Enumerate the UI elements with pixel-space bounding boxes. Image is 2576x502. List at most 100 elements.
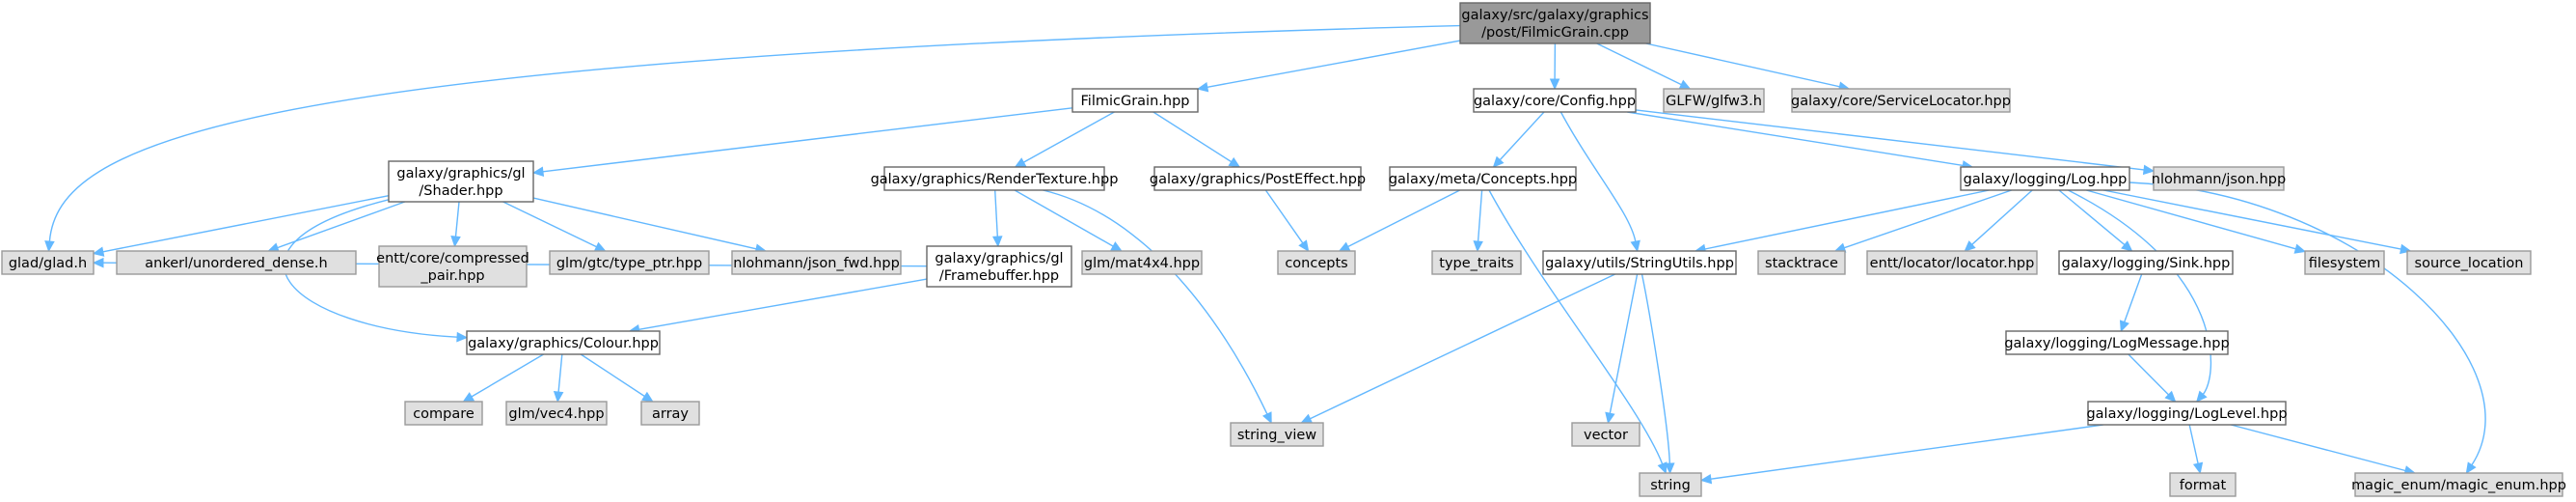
node-label: /Framebuffer.hpp xyxy=(939,268,1059,284)
edge-line xyxy=(2102,189,2401,250)
node-label: filesystem xyxy=(2309,256,2381,271)
node-string: string xyxy=(1639,472,1702,497)
edge-line xyxy=(1043,189,1268,415)
node-label: glad/glad.h xyxy=(9,256,87,271)
edge-line xyxy=(2231,424,2406,472)
node-label: galaxy/graphics/Colour.hpp xyxy=(468,336,659,351)
node-filesystem: filesystem xyxy=(2304,250,2385,275)
node-box xyxy=(2304,250,2385,275)
node-concepts_hpp[interactable]: galaxy/meta/Concepts.hpp xyxy=(1389,166,1577,191)
edge-line xyxy=(2086,189,2296,250)
edge-stringutils_hpp-to-vector xyxy=(1605,273,1639,425)
edge-line xyxy=(2129,181,2486,466)
node-box xyxy=(549,250,710,275)
node-json_fwd: nlohmann/json_fwd.hpp xyxy=(731,250,902,275)
edge-log_hpp-to-stacktrace xyxy=(1833,189,2012,253)
node-box xyxy=(1431,250,1522,275)
node-glfw3: GLFW/glfw3.h xyxy=(1663,88,1765,113)
node-config_hpp[interactable]: galaxy/core/Config.hpp xyxy=(1473,88,1637,113)
arrowhead-icon xyxy=(1492,155,1505,168)
node-framebuffer_hpp[interactable]: galaxy/graphics/gl/Framebuffer.hpp xyxy=(926,245,1072,288)
node-box xyxy=(2087,401,2287,426)
node-box xyxy=(1230,422,1324,447)
edge-filmic_hpp-to-posteffect_hpp xyxy=(1152,111,1241,168)
edge-rendertexture_hpp-to-framebuffer_hpp xyxy=(992,189,1003,248)
node-label: entt/locator/locator.hpp xyxy=(1870,256,2035,271)
node-label: glm/mat4x4.hpp xyxy=(1084,256,1200,271)
arrowhead-icon xyxy=(462,392,475,403)
node-loglevel_hpp[interactable]: galaxy/logging/LogLevel.hpp xyxy=(2086,401,2288,426)
node-box xyxy=(640,401,700,426)
node-concepts: concepts xyxy=(1277,250,1356,275)
edge-root-to-config_hpp xyxy=(1549,42,1560,91)
node-sink_hpp[interactable]: galaxy/logging/Sink.hpp xyxy=(2058,250,2234,275)
node-box xyxy=(1960,166,2130,191)
edge-line xyxy=(502,201,597,248)
node-stacktrace: stacktrace xyxy=(1757,250,1846,275)
edge-concepts_hpp-to-concepts xyxy=(1338,189,1461,252)
node-box xyxy=(1153,166,1362,191)
arrowhead-icon xyxy=(1014,157,1027,168)
node-label: format xyxy=(2180,478,2227,493)
node-box xyxy=(1071,88,1199,113)
node-box xyxy=(1866,250,2038,275)
node-vec4: glm/vec4.hpp xyxy=(505,401,608,426)
edge-line xyxy=(1627,111,1964,167)
edge-line xyxy=(542,107,1073,173)
edge-line xyxy=(1488,189,1664,464)
node-box xyxy=(1081,250,1203,275)
node-box xyxy=(466,330,661,355)
edge-line xyxy=(277,201,406,249)
node-label: string_view xyxy=(1237,428,1316,443)
node-label: galaxy/utils/StringUtils.hpp xyxy=(1545,256,1734,271)
node-box xyxy=(883,166,1105,191)
node-stringutils_hpp[interactable]: galaxy/utils/StringUtils.hpp xyxy=(1542,250,1737,275)
node-logmessage_hpp[interactable]: galaxy/logging/LogMessage.hpp xyxy=(2004,330,2230,355)
edge-log_hpp-to-magic_enum xyxy=(2129,181,2486,475)
node-box xyxy=(731,250,902,275)
edge-framebuffer_hpp-to-colour_hpp xyxy=(628,278,928,335)
node-colour_hpp[interactable]: galaxy/graphics/Colour.hpp xyxy=(466,330,661,355)
edge-config_hpp-to-json_hpp xyxy=(1635,109,2156,176)
node-type_ptr: glm/gtc/type_ptr.hpp xyxy=(549,250,710,275)
node-label: /post/FilmicGrain.cpp xyxy=(1481,25,1629,41)
arrowhead-icon xyxy=(456,331,469,343)
arrowhead-icon xyxy=(1657,461,1668,475)
edges-layer xyxy=(44,24,2486,485)
node-box xyxy=(116,250,357,275)
node-box xyxy=(2354,472,2563,497)
node-label: galaxy/logging/Sink.hpp xyxy=(2062,256,2231,271)
node-box xyxy=(2169,472,2237,497)
node-rendertexture_hpp[interactable]: galaxy/graphics/RenderTexture.hpp xyxy=(871,166,1119,191)
edge-filmic_hpp-to-shader_hpp xyxy=(531,107,1073,178)
node-label: concepts xyxy=(1285,256,1347,271)
edge-line xyxy=(1710,424,2103,480)
edge-stringutils_hpp-to-string xyxy=(1641,273,1675,475)
node-filmic_hpp[interactable]: FilmicGrain.hpp xyxy=(1071,88,1199,113)
node-log_hpp[interactable]: galaxy/logging/Log.hpp xyxy=(1960,166,2130,191)
node-posteffect_hpp[interactable]: galaxy/graphics/PostEffect.hpp xyxy=(1150,166,1366,191)
node-label: galaxy/logging/LogMessage.hpp xyxy=(2004,336,2229,351)
node-box xyxy=(1791,88,2011,113)
edge-loglevel_hpp-to-format xyxy=(2188,424,2204,475)
edge-log_hpp-to-sink_hpp xyxy=(2058,189,2133,252)
edge-line xyxy=(2128,353,2169,396)
node-label: string xyxy=(1650,478,1691,493)
node-label: array xyxy=(652,406,689,422)
node-label: /Shader.hpp xyxy=(419,183,502,199)
edge-root-to-servicelocator xyxy=(1645,42,1851,92)
edge-line xyxy=(638,278,928,330)
edge-loglevel_hpp-to-string xyxy=(1699,424,2103,485)
edge-line xyxy=(2058,189,2126,246)
edge-line xyxy=(48,24,1461,242)
node-box xyxy=(1542,250,1737,275)
node-shader_hpp[interactable]: galaxy/graphics/gl/Shader.hpp xyxy=(388,160,534,203)
node-compressed_pair: entt/core/compressed_pair.hpp xyxy=(376,245,529,288)
arrowhead-icon xyxy=(2192,461,2204,475)
node-box xyxy=(388,160,534,203)
node-label: compare xyxy=(413,406,475,422)
edge-line xyxy=(1559,111,1637,242)
edge-line xyxy=(1645,42,1840,88)
node-locator: entt/locator/locator.hpp xyxy=(1866,250,2038,275)
